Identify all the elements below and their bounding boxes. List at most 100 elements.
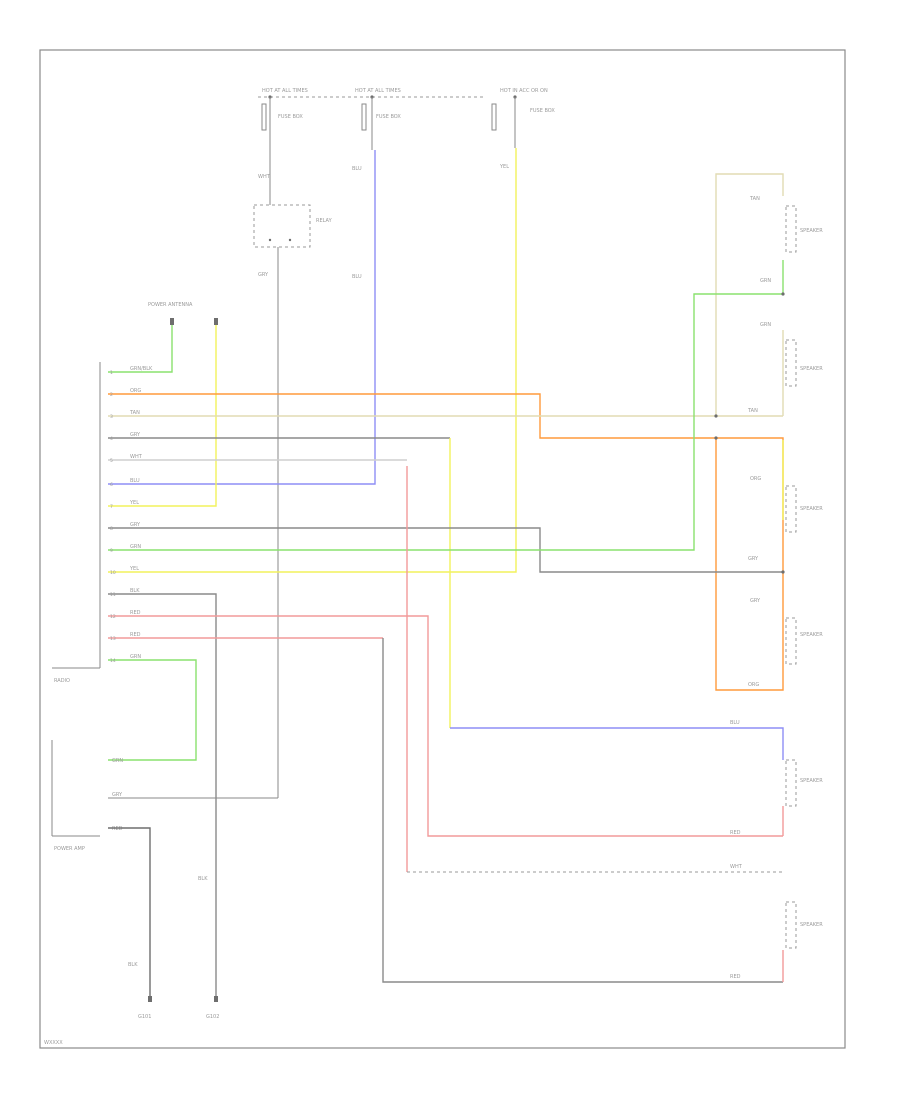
relay-in-label: WHT — [258, 174, 271, 180]
radio-wire-12: RED — [130, 610, 141, 616]
spk6-bot-label: RED — [730, 974, 741, 980]
spk5-top-label: BLU — [730, 720, 740, 726]
radio-pin-14: 14 — [110, 658, 116, 664]
fuse-1-name: HOT AT ALL TIMES — [262, 88, 308, 94]
radio-pin-11: 11 — [110, 592, 116, 598]
radio-pin-5: 5 — [110, 458, 113, 464]
speaker-2: SPEAKER GRN TAN — [714, 322, 823, 440]
radio-pin-7: 7 — [110, 504, 113, 510]
spk6-top-label: WHT — [730, 864, 743, 870]
amp-gry-label: GRY — [112, 792, 123, 798]
spk4-top-label: GRY — [750, 598, 761, 604]
radio-wire-14: GRN — [130, 654, 141, 660]
radio-pin-1: 1 — [110, 370, 113, 376]
fuse-3-detail: FUSE BOX — [530, 108, 555, 114]
radio-pin-9: 9 — [110, 548, 113, 554]
speaker-3: SPEAKER ORG GRY — [748, 440, 823, 574]
fuse2-out-label: BLU — [352, 166, 362, 172]
radio-wire-10: YEL — [129, 566, 139, 572]
wire-black-gnd — [108, 593, 217, 998]
speaker-6-name: SPEAKER — [800, 922, 823, 928]
fuse-1: HOT AT ALL TIMES FUSE BOX — [258, 88, 484, 131]
radio-wire-13: RED — [130, 632, 141, 638]
radio-wire-9: GRN — [130, 544, 141, 550]
speaker-4-name: SPEAKER — [800, 632, 823, 638]
antenna-name: POWER ANTENNA — [148, 302, 193, 308]
radio-wire-rows: 1 GRN/BLK 2 ORG 3 TAN 4 GRY 5 WHT 6 BLU … — [108, 173, 784, 998]
fuse2-out2-label: BLU — [352, 274, 362, 280]
radio-wire-7: YEL — [129, 500, 139, 506]
spk3-bot-label: GRY — [748, 556, 759, 562]
radio-pin-13: 13 — [110, 636, 116, 642]
relay-name: RELAY — [316, 218, 333, 224]
relay-out-label: GRY — [258, 272, 269, 278]
speaker-5-name: SPEAKER — [800, 778, 823, 784]
speaker-4: SPEAKER GRY ORG — [748, 598, 823, 688]
wire-red-12 — [108, 615, 783, 837]
spk2-top-label: GRN — [760, 322, 771, 328]
fuse-3: HOT IN ACC OR ON FUSE BOX — [491, 88, 555, 131]
wire-green-14 — [108, 659, 197, 761]
speaker-2-name: SPEAKER — [800, 366, 823, 372]
spk4-bot-label: ORG — [748, 682, 759, 688]
spk3-top-label: ORG — [750, 476, 761, 482]
radio-wire-8: GRY — [130, 522, 141, 528]
radio-pin-8: 8 — [110, 526, 113, 532]
radio: RADIO — [52, 362, 101, 684]
wire-orange — [108, 393, 784, 691]
radio-wire-1: GRN/BLK — [130, 366, 153, 372]
radio-pin-12: 12 — [110, 614, 116, 620]
radio-wire-4: GRY — [130, 432, 141, 438]
wire-antenna-grn — [108, 325, 173, 373]
spk2-bot-label: TAN — [747, 408, 758, 414]
speaker-1: SPEAKER TAN GRN — [749, 196, 823, 296]
radio-pin-4: 4 — [110, 436, 113, 442]
fuse-2-detail: FUSE BOX — [376, 114, 401, 120]
power-antenna: POWER ANTENNA — [148, 302, 218, 325]
amp-name: POWER AMP — [54, 846, 85, 852]
diagram-frame — [39, 49, 846, 1049]
fuse-2: HOT AT ALL TIMES FUSE BOX — [355, 88, 401, 131]
amp-grn-label: GRN — [112, 758, 123, 764]
radio-wire-3: TAN — [129, 410, 140, 416]
fuse3-out-label: YEL — [499, 164, 509, 170]
fuse-2-name: HOT AT ALL TIMES — [355, 88, 401, 94]
wire-tan — [108, 173, 784, 417]
wire-antenna-yel — [108, 325, 217, 507]
spk5-bot-label: RED — [730, 830, 741, 836]
power-amp: GRN GRY RED POWER AMP — [51, 740, 123, 852]
wire-gray-13 — [382, 638, 783, 983]
page-code: WXXXX — [44, 1040, 63, 1046]
wire-amp-gnd — [108, 827, 151, 998]
speaker-6: SPEAKER WHT RED — [730, 864, 823, 982]
gnd-blk-label: BLK — [128, 962, 138, 968]
fuse-1-detail: FUSE BOX — [278, 114, 303, 120]
speaker-1-name: SPEAKER — [800, 228, 823, 234]
radio-wire-5: WHT — [130, 454, 143, 460]
spk1-bot-label: GRN — [760, 278, 771, 284]
amp-pwr-label: RED — [112, 826, 123, 832]
relay: RELAY WHT GRY — [253, 174, 333, 278]
speaker-5: SPEAKER BLU RED — [730, 720, 823, 836]
radio-wire-2: ORG — [130, 388, 141, 394]
radio-wire-11: BLK — [130, 588, 140, 594]
fuse-3-name: HOT IN ACC OR ON — [500, 88, 548, 94]
radio-pin-10: 10 — [110, 570, 116, 576]
wire-blue-spk5 — [450, 727, 784, 760]
ground-1: G101 — [138, 996, 152, 1020]
wire-green — [108, 293, 783, 551]
radio-pin-6: 6 — [110, 482, 113, 488]
radio-name: RADIO — [54, 678, 70, 684]
speaker-3-name: SPEAKER — [800, 506, 823, 512]
spk1-top-label: TAN — [749, 196, 760, 202]
radio-pin-3: 3 — [110, 414, 113, 420]
wire-blu-fuse2 — [108, 150, 376, 485]
wire-yel-fuse3 — [108, 148, 517, 573]
ground-2-name: G102 — [206, 1014, 219, 1020]
gnd-blk2-label: BLK — [198, 876, 208, 882]
radio-pin-2: 2 — [110, 392, 113, 398]
ground-2: G102 — [206, 996, 219, 1020]
radio-wire-6: BLU — [130, 478, 140, 484]
